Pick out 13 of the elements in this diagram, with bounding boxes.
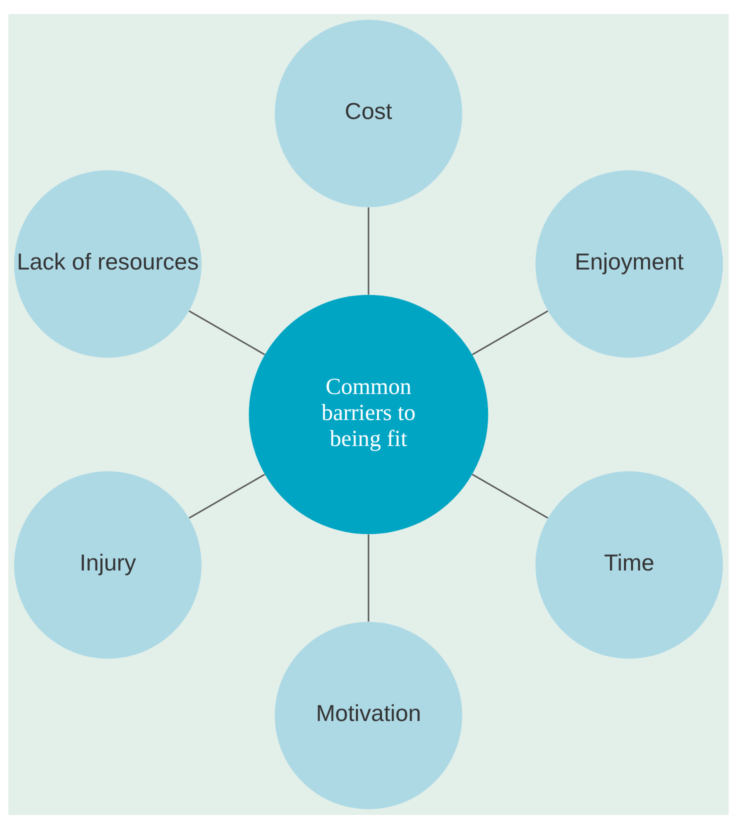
node-circle: Lack of resources <box>14 170 202 358</box>
node-circle: Injury <box>14 470 202 658</box>
node-circle: Enjoyment <box>535 170 723 358</box>
connector <box>368 534 370 622</box>
connector <box>472 473 548 518</box>
node-circle: Motivation <box>274 621 462 809</box>
node-circle: Cost <box>274 19 462 207</box>
connector <box>188 310 266 355</box>
node-circle: Time <box>535 470 723 658</box>
connector <box>472 310 548 355</box>
node-circle: Common barriers to being fit <box>248 294 488 534</box>
connector <box>188 473 266 518</box>
connector <box>368 206 370 294</box>
